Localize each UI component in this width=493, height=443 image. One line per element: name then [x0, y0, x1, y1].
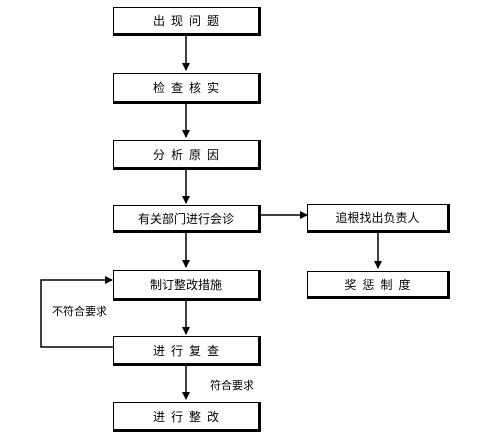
feedback-loop-arrow	[40, 276, 113, 348]
side-find-responsible: 追根找出负责人	[307, 204, 450, 233]
step-appear-problem: 出现问题	[113, 7, 261, 36]
step-check-verify-label: 检查核实	[152, 81, 225, 95]
side-reward-punish: 奖惩制度	[307, 271, 450, 299]
step-department-consult: 有关部门进行会诊	[113, 205, 261, 233]
label-meet: 符合要求	[210, 379, 254, 392]
step-analyze-cause-label: 分析原因	[152, 147, 225, 162]
step-rectify-label: 进行整改	[152, 409, 225, 424]
side-reward-punish-label: 奖惩制度	[344, 277, 417, 292]
step-recheck-label: 进行复查	[152, 343, 225, 358]
step-check-verify: 检查核实	[113, 73, 261, 104]
step-analyze-cause: 分析原因	[113, 140, 261, 170]
label-not-meet: 不符合要求	[52, 305, 107, 318]
step-appear-problem-label: 出现问题	[152, 14, 225, 28]
step-department-consult-label: 有关部门进行会诊	[137, 211, 234, 226]
step-rectify: 进行整改	[113, 402, 261, 432]
step-recheck: 进行复查	[113, 336, 261, 366]
step-make-measures-label: 制订整改措施	[149, 278, 222, 292]
step-make-measures: 制订整改措施	[113, 270, 261, 301]
side-find-responsible-label: 追根找出负责人	[335, 211, 420, 225]
